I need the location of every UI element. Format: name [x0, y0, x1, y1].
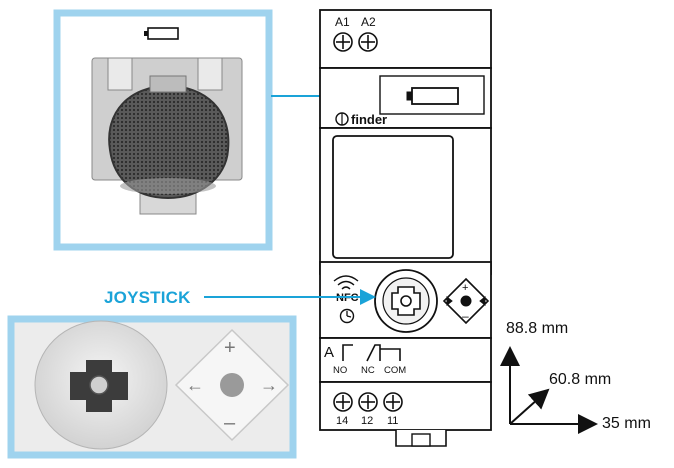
joystick-knob[interactable] — [374, 269, 438, 333]
arrow-right-icon — [479, 295, 486, 307]
depth-axis-arrow — [509, 388, 550, 425]
screw-terminal — [383, 392, 403, 412]
arrow-right-icon: → — [260, 375, 278, 395]
arrow-left-icon — [446, 295, 453, 307]
terminal-label-11: 11 — [387, 415, 398, 427]
terminal-label-a2: A2 — [361, 15, 376, 29]
dimension-axes — [500, 346, 598, 434]
terminal-label-a1: A1 — [335, 15, 350, 29]
joystick-detail-panel: + – ← → — [7, 315, 297, 459]
screw-terminal — [358, 32, 378, 52]
contact-label-com: COM — [384, 365, 406, 376]
screw-terminal — [358, 392, 378, 412]
joystick-label: JOYSTICK — [104, 288, 191, 307]
minus-icon: – — [224, 412, 236, 434]
plus-icon: + — [224, 337, 236, 359]
battery-detail-panel — [53, 9, 273, 251]
battery-holder — [91, 57, 243, 215]
wifi-nfc-icon — [333, 275, 359, 290]
contact-label-no: NO — [333, 365, 347, 376]
contact-label-nc: NC — [361, 365, 375, 376]
lcd-display — [332, 135, 454, 259]
screw-terminal — [333, 32, 353, 52]
height-dimension-label: 88.8 mm — [506, 320, 569, 337]
screw-terminal — [333, 392, 353, 412]
width-dimension-label: 35 mm — [602, 415, 651, 432]
arrow-left-icon: ← — [186, 375, 204, 395]
depth-dimension-label: 60.8 mm — [549, 371, 612, 388]
terminal-label-14: 14 — [336, 415, 348, 427]
relay-contact-symbol — [342, 344, 401, 362]
minus-icon: – — [462, 309, 469, 323]
plus-icon: + — [462, 282, 468, 294]
clock-icon — [339, 308, 355, 324]
contact-prefix: A — [324, 344, 334, 361]
timer-device: A1 A2 finder NFC — [319, 9, 492, 447]
direction-pad[interactable]: + – — [442, 277, 490, 325]
battery-icon — [144, 27, 179, 40]
finder-logo: finder — [335, 112, 387, 127]
brand-text: finder — [351, 112, 387, 127]
terminal-label-12: 12 — [361, 415, 373, 427]
battery-slot-icon — [406, 87, 459, 105]
